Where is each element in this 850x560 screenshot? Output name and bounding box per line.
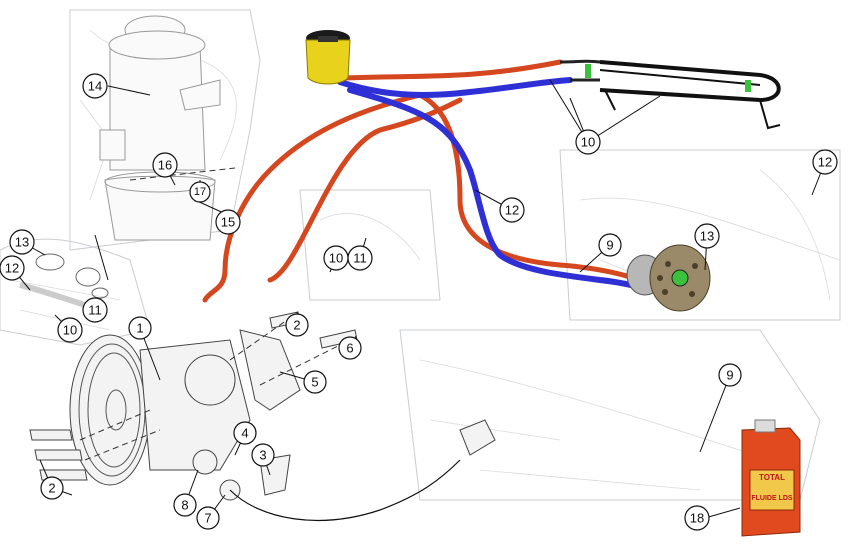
pump-pulley-assembled	[626, 244, 711, 312]
callout-4: 4	[233, 421, 257, 445]
callout-label: 12	[505, 203, 519, 218]
callout-label: 8	[181, 498, 188, 513]
background-engine-sketch-bottom-right	[399, 329, 821, 501]
callout-10-left: 10	[57, 317, 83, 343]
callout-label: 1	[136, 321, 143, 336]
callout-label: 3	[259, 448, 266, 463]
callout-label: 11	[88, 303, 102, 318]
callout-2-left: 2	[40, 476, 64, 500]
bottle-product-text: FLUIDE LDS	[751, 495, 793, 502]
callout-label: 11	[353, 251, 367, 266]
callout-13-left: 13	[9, 229, 35, 255]
callout-18: 18	[684, 505, 710, 531]
callout-label: 12	[818, 155, 832, 170]
bottle-brand-text: TOTAL	[759, 473, 785, 482]
callout-label: 9	[726, 368, 733, 383]
callout-1: 1	[128, 316, 152, 340]
callout-7: 7	[196, 506, 220, 530]
callout-label: 17	[194, 186, 206, 198]
callout-2-right: 2	[285, 313, 309, 337]
return-hose-blue	[337, 77, 648, 291]
callout-label: 7	[204, 511, 211, 526]
callout-15: 15	[215, 209, 241, 235]
callout-17: 17	[189, 181, 211, 203]
callout-11-middle: 11	[347, 245, 373, 271]
callout-label: 15	[221, 215, 235, 230]
callout-label: 12	[5, 261, 19, 276]
callout-label: 13	[700, 229, 714, 244]
callout-3: 3	[251, 443, 275, 467]
reservoir-detail-drawing	[99, 15, 236, 241]
callout-label: 10	[581, 135, 595, 150]
callout-label: 2	[293, 318, 300, 333]
callout-label: 14	[88, 79, 102, 94]
callout-14: 14	[82, 73, 108, 99]
callout-8: 8	[173, 493, 197, 517]
callout-label: 9	[606, 238, 613, 253]
callout-label: 4	[241, 426, 248, 441]
callout-label: 10	[329, 251, 343, 266]
callout-label: 2	[48, 481, 55, 496]
callout-11-left: 11	[82, 297, 108, 323]
callout-6: 6	[338, 336, 362, 360]
callout-9-top: 9	[598, 233, 622, 257]
pressure-line-link	[229, 419, 496, 521]
reservoir-yellow	[305, 30, 351, 85]
callout-label: 16	[158, 158, 172, 173]
callout-label: 13	[15, 235, 29, 250]
callout-13-right: 13	[694, 223, 720, 249]
callout-12-middle: 12	[499, 197, 525, 223]
callout-10-middle: 10	[323, 245, 349, 271]
background-engine-sketch-middle	[299, 189, 441, 301]
callout-5: 5	[303, 370, 327, 394]
callout-10-top: 10	[575, 129, 601, 155]
callout-16: 16	[152, 152, 178, 178]
callout-label: 6	[346, 341, 353, 356]
callout-9-bottom: 9	[718, 363, 742, 387]
fluid-bottle: TOTAL FLUIDE LDS	[741, 419, 801, 537]
callout-12-right: 12	[812, 149, 838, 175]
cooler-pipe-assembly	[585, 60, 781, 130]
callout-12-left: 12	[0, 255, 25, 281]
callout-label: 5	[311, 375, 318, 390]
steering-pump-exploded	[29, 311, 358, 501]
callout-label: 10	[63, 323, 77, 338]
callout-label: 18	[690, 511, 704, 526]
